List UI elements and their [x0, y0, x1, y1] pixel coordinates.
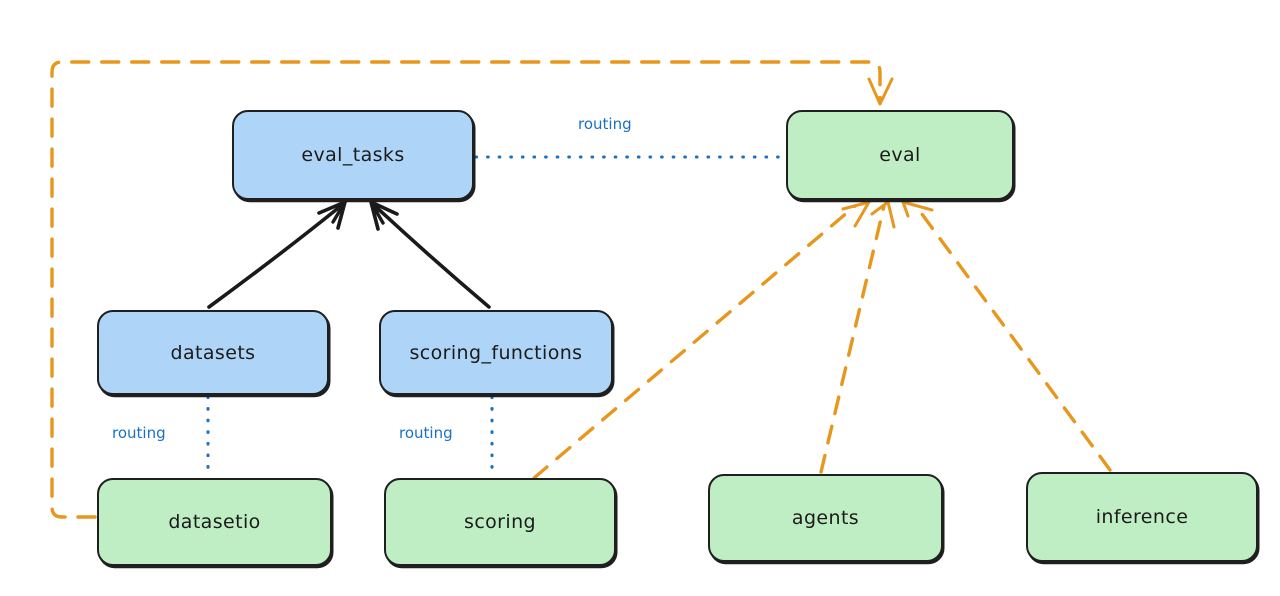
- node-label-inference: inference: [1095, 506, 1189, 528]
- node-label-scoring: scoring: [464, 511, 536, 533]
- edge-scoring-to-eval: [532, 200, 871, 480]
- node-scoring-functions[interactable]: scoring_functions: [379, 310, 613, 395]
- node-eval[interactable]: eval: [786, 110, 1014, 200]
- node-agents[interactable]: agents: [708, 474, 943, 562]
- node-datasetio[interactable]: datasetio: [97, 478, 332, 566]
- edge-inference-to-eval: [901, 200, 1112, 472]
- node-label-datasetio: datasetio: [168, 511, 261, 533]
- edge-label-routing-datasets-datasetio: routing: [112, 424, 166, 442]
- node-scoring[interactable]: scoring: [384, 478, 616, 566]
- edge-label-routing-eval-tasks-eval: routing: [578, 115, 632, 133]
- node-label-datasets: datasets: [170, 341, 256, 364]
- edge-datasets-to-eval-tasks: [207, 200, 347, 309]
- node-label-eval: eval: [879, 144, 921, 166]
- node-inference[interactable]: inference: [1026, 472, 1258, 562]
- node-datasets[interactable]: datasets: [97, 310, 329, 395]
- edge-agents-to-eval: [819, 200, 896, 474]
- node-label-eval-tasks: eval_tasks: [301, 144, 405, 166]
- edge-datasetio-to-eval: [50, 60, 894, 519]
- node-label-agents: agents: [791, 507, 860, 529]
- node-eval-tasks[interactable]: eval_tasks: [232, 110, 474, 200]
- edge-scoring-functions-to-eval-tasks: [369, 200, 491, 309]
- node-label-scoring-functions: scoring_functions: [409, 341, 583, 364]
- edge-label-routing-scoring-functions-scoring: routing: [399, 424, 453, 442]
